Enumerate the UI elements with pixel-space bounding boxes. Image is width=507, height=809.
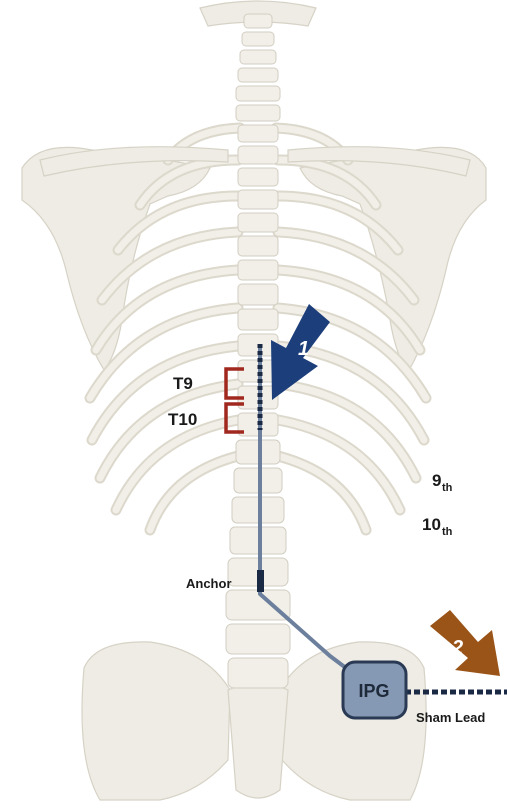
rib-9-number: 9 — [432, 471, 441, 490]
t9-label: T9 — [173, 374, 193, 393]
ipg-device: IPG — [343, 662, 406, 718]
anchor-label: Anchor — [186, 576, 232, 591]
arrow-1-number: 1 — [298, 338, 309, 360]
sacrum — [228, 683, 288, 798]
t10-label: T10 — [168, 410, 197, 429]
rib-10-number: 10 — [422, 515, 441, 534]
ipg-label: IPG — [358, 681, 389, 701]
lead-anchor-block — [257, 570, 264, 592]
rib-9-suffix: th — [442, 482, 453, 494]
arrow-2-number: 2 — [451, 637, 463, 659]
sham-lead-label: Sham Lead — [416, 710, 485, 725]
rib-10-suffix: th — [442, 526, 453, 538]
left-ilium — [82, 642, 230, 800]
